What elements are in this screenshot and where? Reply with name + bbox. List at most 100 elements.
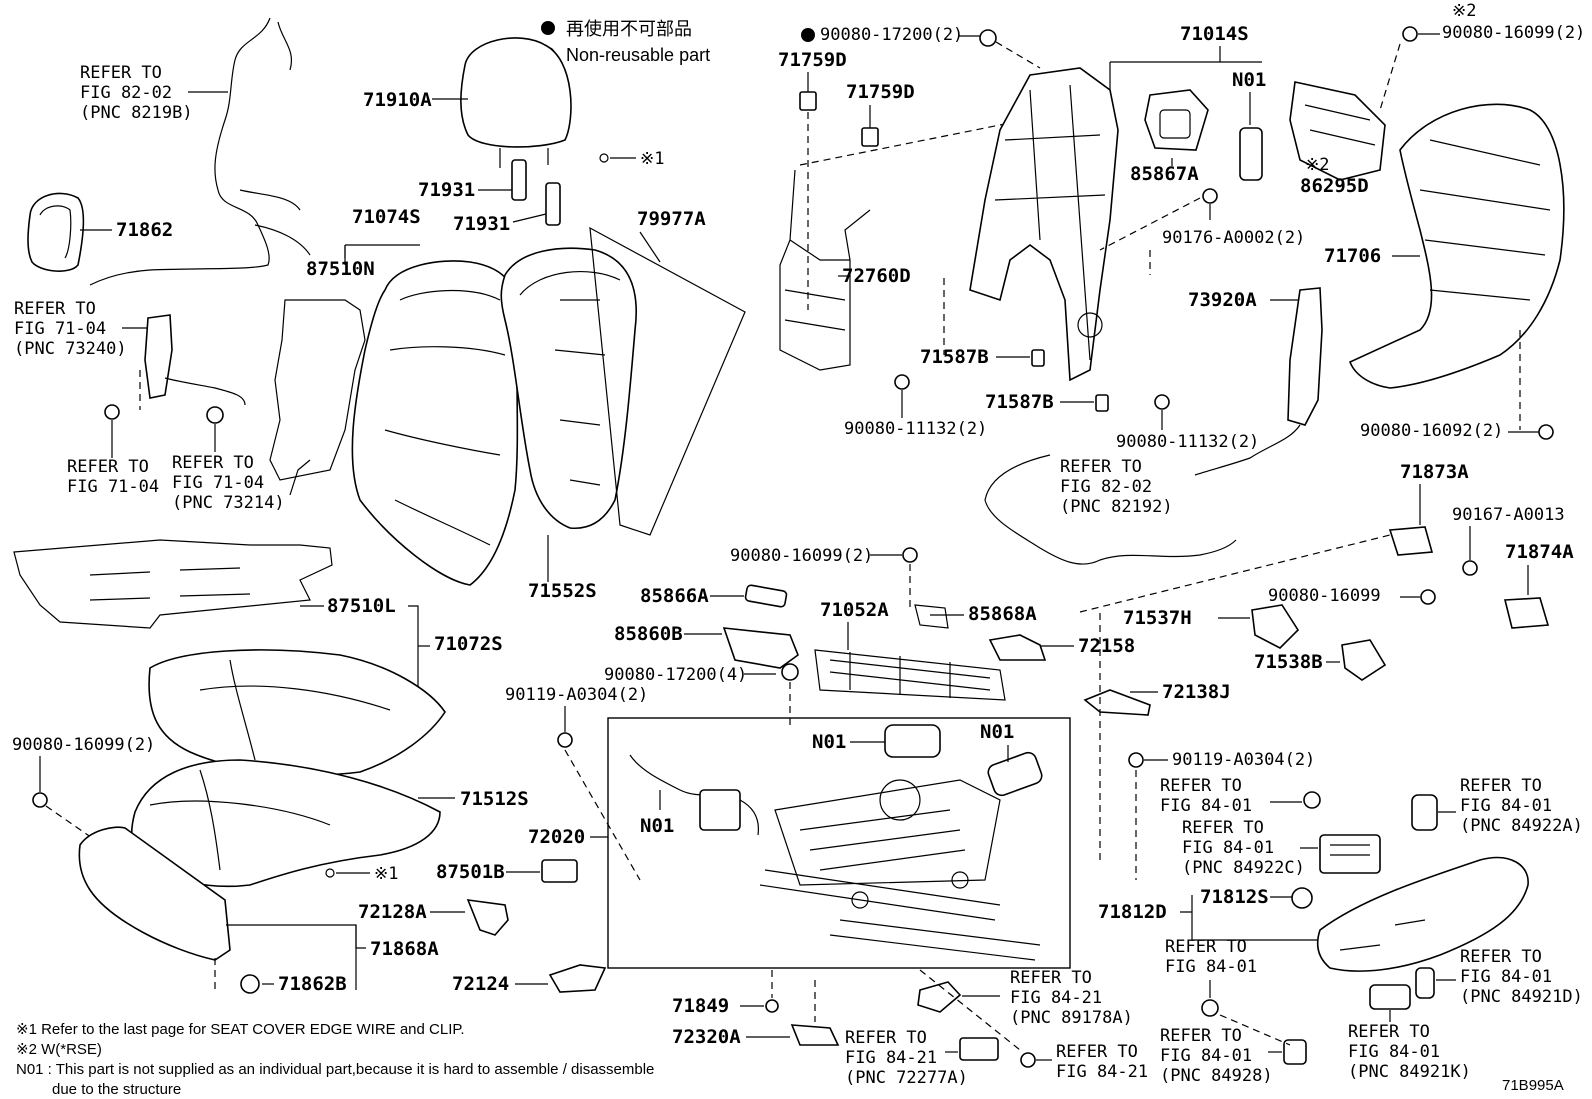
screw-icon [1201,999,1219,1017]
part-72760D[interactable] [779,169,871,371]
part-85868A[interactable] [914,604,949,629]
seat-switch-knob [1411,794,1438,831]
part-71552S[interactable] [500,247,637,529]
part-71931-a[interactable] [511,159,527,201]
nut-icon [979,29,997,47]
label-71538B: 71538B [1254,651,1323,673]
label-71862B: 71862B [278,973,347,995]
part-71759D-a[interactable] [799,91,817,111]
bolt-icon [1420,589,1436,605]
part-72138J[interactable] [1083,689,1151,716]
label-71812D: 71812D [1098,901,1167,923]
part-72124[interactable] [548,964,607,993]
part-72128A[interactable] [466,899,509,936]
label-71868A: 71868A [370,938,439,960]
part-71873A[interactable] [1388,526,1434,556]
label-N01-harness: N01 [640,815,674,837]
svg-text:FIG 84-21: FIG 84-21 [845,1048,937,1068]
part-71862[interactable] [27,192,85,272]
label-90080-17200-4: 90080-17200(4) [604,665,747,685]
nut-icon [104,404,120,420]
label-72760D: 72760D [842,265,911,287]
refer-84-01-84921K: REFER TO FIG 84-01 (PNC 84921K) [1348,1022,1471,1082]
svg-text:(PNC 8219B): (PNC 8219B) [80,103,193,123]
part-71868A[interactable] [78,826,231,961]
part-72320A[interactable] [790,1024,840,1046]
part-71587B-a[interactable] [1031,349,1045,367]
svg-text:FIG 71-04: FIG 71-04 [172,473,264,493]
part-73920A[interactable] [1287,287,1323,426]
part-71014S[interactable] [969,67,1119,382]
part-71910A[interactable] [460,37,572,148]
label-90119-A0304-b: 90119-A0304(2) [1172,750,1315,770]
part-71812D[interactable] [1316,856,1529,972]
label-90080-16099-top: 90080-16099(2) [1442,23,1585,43]
label-71587B-b: 71587B [985,391,1054,413]
svg-text:FIG 84-01: FIG 84-01 [1348,1042,1440,1062]
svg-text:REFER TO: REFER TO [1010,968,1092,988]
part-72158[interactable] [988,634,1047,661]
part-71706[interactable] [1348,103,1565,389]
refer-71-04-buckle: REFER TO FIG 71-04 (PNC 73240) [14,299,148,359]
part-71874A[interactable] [1503,597,1550,629]
footnote-1: ※1 Refer to the last page for SEAT COVER… [16,1021,465,1038]
seat-switch-connector [1283,1039,1307,1065]
part-71538B[interactable] [1341,639,1387,681]
svg-text:FIG 84-01: FIG 84-01 [1460,967,1552,987]
clip-icon [240,974,260,994]
refer-84-01-84928: REFER TO FIG 84-01 (PNC 84928) [1160,1026,1273,1086]
refer-71-04-b: REFER TO FIG 71-04 (PNC 73214) [172,453,285,513]
label-71812S: 71812S [1200,886,1269,908]
label-90080-16099-mid: 90080-16099(2) [730,546,873,566]
part-71537H[interactable] [1251,604,1300,649]
svg-text:FIG 84-21: FIG 84-21 [1056,1062,1148,1082]
part-72020-adjuster[interactable] [759,779,1041,961]
label-90119-A0304-a: 90119-A0304(2) [505,685,648,705]
label-79977A: 79977A [637,208,706,230]
footnote-2: ※2 W(*RSE) [16,1041,102,1058]
part-71072S[interactable] [148,649,446,776]
part-87501B[interactable] [541,859,578,883]
label-71512S: 71512S [460,788,529,810]
svg-text:(PNC 84928): (PNC 84928) [1160,1066,1273,1086]
label-71759D-a: 71759D [778,49,847,71]
svg-text:(PNC 84922C): (PNC 84922C) [1182,858,1305,878]
svg-text:FIG 84-01: FIG 84-01 [1160,796,1252,816]
footnotes: ※1 Refer to the last page for SEAT COVER… [16,1021,654,1098]
part-71074S[interactable] [351,260,520,586]
part-71931-b[interactable] [545,182,561,226]
label-71072S: 71072S [434,633,503,655]
nut-icon [781,663,799,681]
bolt-icon [1128,752,1144,768]
part-79977A[interactable] [589,226,746,536]
wire-harness-middle [984,454,1237,565]
label-71014S: 71014S [1180,23,1249,45]
svg-text:REFER TO: REFER TO [1060,457,1142,477]
label-72124: 72124 [452,973,509,995]
part-85867A[interactable] [1144,89,1209,151]
label-71862: 71862 [116,219,173,241]
refer-84-01-84922A: REFER TO FIG 84-01 (PNC 84922A) [1460,776,1583,836]
svg-text:※2: ※2 [1452,1,1476,21]
label-71074S: 71074S [352,206,421,228]
svg-text:FIG 71-04: FIG 71-04 [67,477,159,497]
part-71587B-b[interactable] [1095,394,1109,412]
svg-text:(PNC 84921K): (PNC 84921K) [1348,1062,1471,1082]
part-87510L[interactable] [13,539,333,629]
svg-text:REFER TO: REFER TO [80,63,162,83]
figure-code: 71B995A [1502,1077,1564,1094]
part-85860B[interactable] [722,627,799,669]
part-71052A[interactable] [814,649,1006,701]
part-87510N[interactable] [269,299,366,481]
svg-text:REFER TO: REFER TO [1165,937,1247,957]
label-71759D-b: 71759D [846,81,915,103]
svg-text:(PNC 73240): (PNC 73240) [14,339,127,359]
svg-text:FIG 84-01: FIG 84-01 [1182,838,1274,858]
part-85866A[interactable] [744,584,788,608]
part-71759D-b[interactable] [861,127,879,147]
seat-switch-module [1319,834,1381,874]
label-71874A: 71874A [1505,541,1574,563]
bolt-icon [894,374,910,390]
svg-text:FIG 84-01: FIG 84-01 [1460,796,1552,816]
svg-text:(PNC 84921D): (PNC 84921D) [1460,987,1583,1007]
